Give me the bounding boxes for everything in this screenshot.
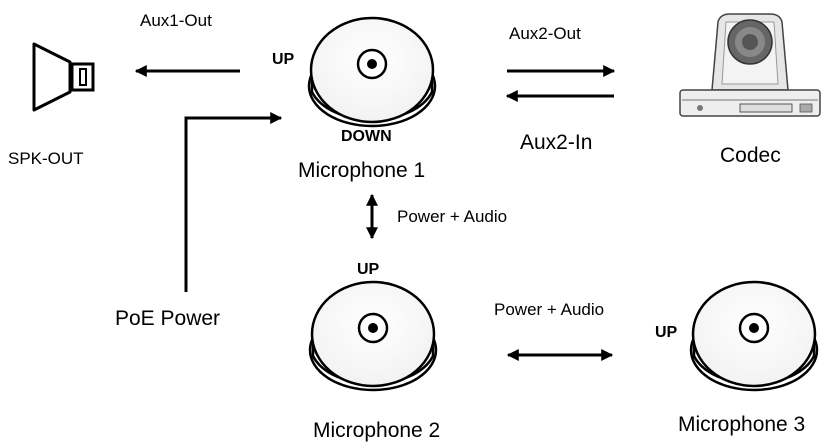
aux2-out-label: Aux2-Out — [509, 24, 581, 43]
speaker-icon — [32, 42, 95, 112]
microphone-1-icon — [307, 16, 437, 128]
microphone-2-up-label: UP — [357, 261, 380, 278]
mic2-mic3-label: Power + Audio — [494, 300, 604, 319]
microphone-3-icon — [689, 280, 819, 392]
microphone-1-up-label: UP — [272, 51, 295, 68]
microphone-3-label: Microphone 3 — [678, 413, 805, 436]
poe-power-label: PoE Power — [115, 307, 220, 330]
microphone-3-up-label: UP — [655, 324, 678, 341]
speaker-label: SPK-OUT — [8, 149, 84, 168]
aux2-in-label: Aux2-In — [520, 131, 592, 154]
microphone-2-label: Microphone 2 — [313, 419, 440, 442]
codec-label: Codec — [720, 144, 781, 167]
mic1-mic2-label: Power + Audio — [397, 207, 507, 226]
microphone-1-label: Microphone 1 — [298, 159, 425, 182]
microphone-1-down-label: DOWN — [341, 128, 392, 145]
poe-power-arrow — [184, 112, 283, 292]
codec-camera-icon — [679, 13, 821, 117]
microphone-2-icon — [308, 280, 438, 392]
aux1-out-label: Aux1-Out — [140, 11, 212, 30]
